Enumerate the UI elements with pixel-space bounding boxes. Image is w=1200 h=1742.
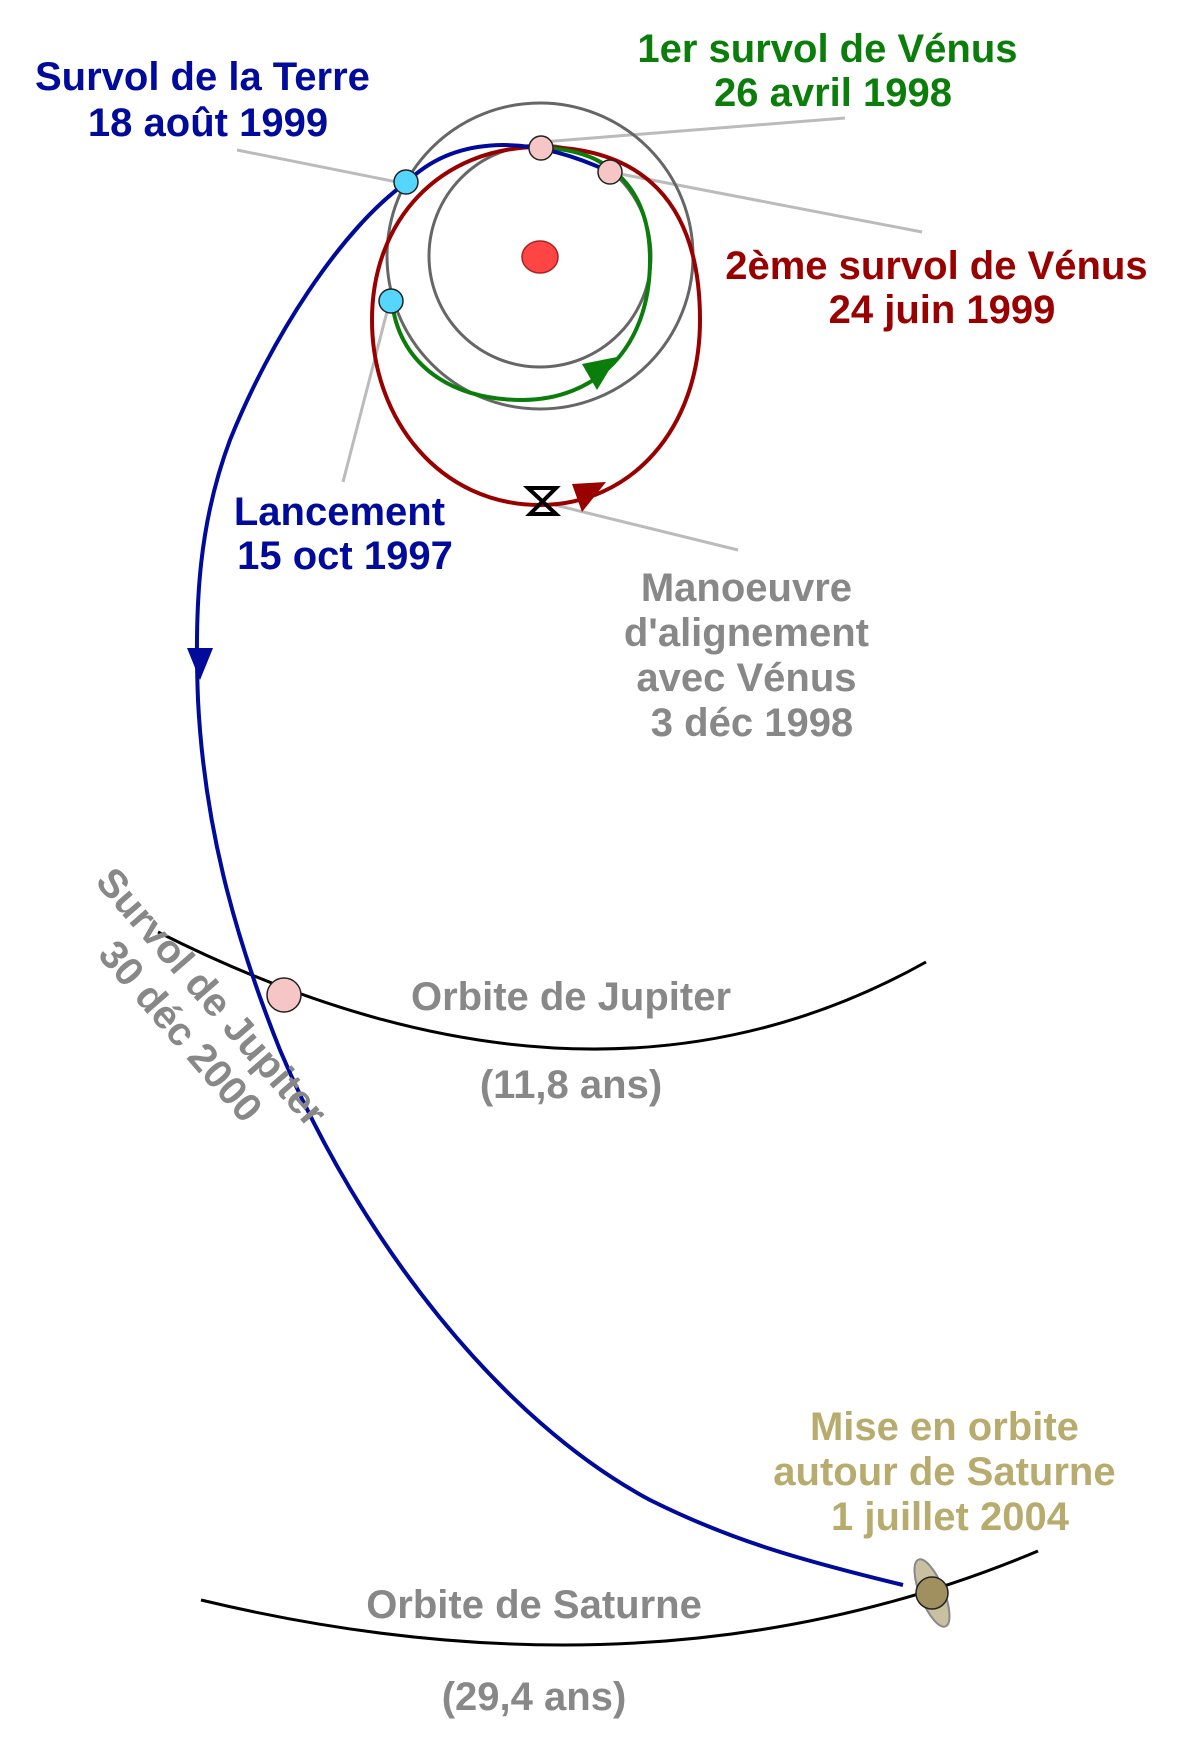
jupiter-flyby-label: Survol de Jupiter 30 déc 2000 xyxy=(53,860,343,1174)
venus2-icon xyxy=(597,159,623,185)
maneuver-line1: Manoeuvre xyxy=(641,566,852,610)
earth-flyby-title: Survol de la Terre xyxy=(35,55,370,99)
venus1-flyby-label: 1er survol de Vénus 26 avril 1998 xyxy=(637,27,1028,115)
leader-lines xyxy=(236,116,923,552)
earth-flyby-earth-icon xyxy=(393,169,419,195)
saturn-arrival-date: 1 juillet 2004 xyxy=(831,1495,1070,1539)
launch-leader xyxy=(341,299,392,483)
venus1-flyby-title: 1er survol de Vénus xyxy=(637,27,1017,71)
saturn-arrival-label: Mise en orbite autour de Saturne 1 juill… xyxy=(773,1405,1126,1539)
saturn-orbit-name: Orbite de Saturne xyxy=(366,1583,702,1627)
maneuver-line2: d'alignement xyxy=(624,611,869,655)
saturn-arrival-line2: autour de Saturne xyxy=(773,1450,1115,1494)
earth-flyby-leader xyxy=(236,148,403,185)
venus1-icon xyxy=(528,135,554,161)
jupiter-orbit-name: Orbite de Jupiter xyxy=(411,975,731,1019)
maneuver-line3: avec Vénus xyxy=(636,656,856,700)
jupiter-orbit-period: (11,8 ans) xyxy=(480,1063,662,1107)
cassini-direction-arrow xyxy=(187,648,213,680)
saturn-arrival-line1: Mise en orbite xyxy=(810,1405,1079,1449)
saturn-icon xyxy=(913,1558,951,1628)
venus-loop-arrow xyxy=(572,482,606,512)
saturn-orbit-period: (29,4 ans) xyxy=(442,1675,627,1719)
maneuver-leader xyxy=(554,503,739,552)
launch-label: Lancement 15 oct 1997 xyxy=(234,490,456,578)
maneuver-date: 3 déc 1998 xyxy=(651,701,853,745)
earth-flyby-label: Survol de la Terre 18 août 1999 xyxy=(35,55,381,145)
venus1-flyby-date: 26 avril 1998 xyxy=(714,71,952,115)
venus2-flyby-date: 24 juin 1999 xyxy=(829,288,1056,332)
launch-earth-icon xyxy=(378,288,404,314)
venus1-flyby-leader xyxy=(541,116,846,144)
cassini-trajectory xyxy=(194,143,904,1587)
venus2-flyby-label: 2ème survol de Vénus 24 juin 1999 xyxy=(725,244,1159,332)
venus2-flyby-leader xyxy=(609,170,923,234)
launch-date: 15 oct 1997 xyxy=(237,534,453,578)
maneuver-marker-icon xyxy=(522,486,562,516)
launch-title: Lancement xyxy=(234,490,445,534)
earth-flyby-date: 18 août 1999 xyxy=(88,101,328,145)
venus-loop-path xyxy=(369,145,703,508)
maneuver-label: Manoeuvre d'alignement avec Vénus 3 déc … xyxy=(624,566,880,745)
launch-to-venus1-arrow xyxy=(582,357,617,390)
venus2-flyby-title: 2ème survol de Vénus xyxy=(725,244,1147,288)
sun-icon xyxy=(521,240,559,274)
jupiter-icon xyxy=(266,977,302,1013)
